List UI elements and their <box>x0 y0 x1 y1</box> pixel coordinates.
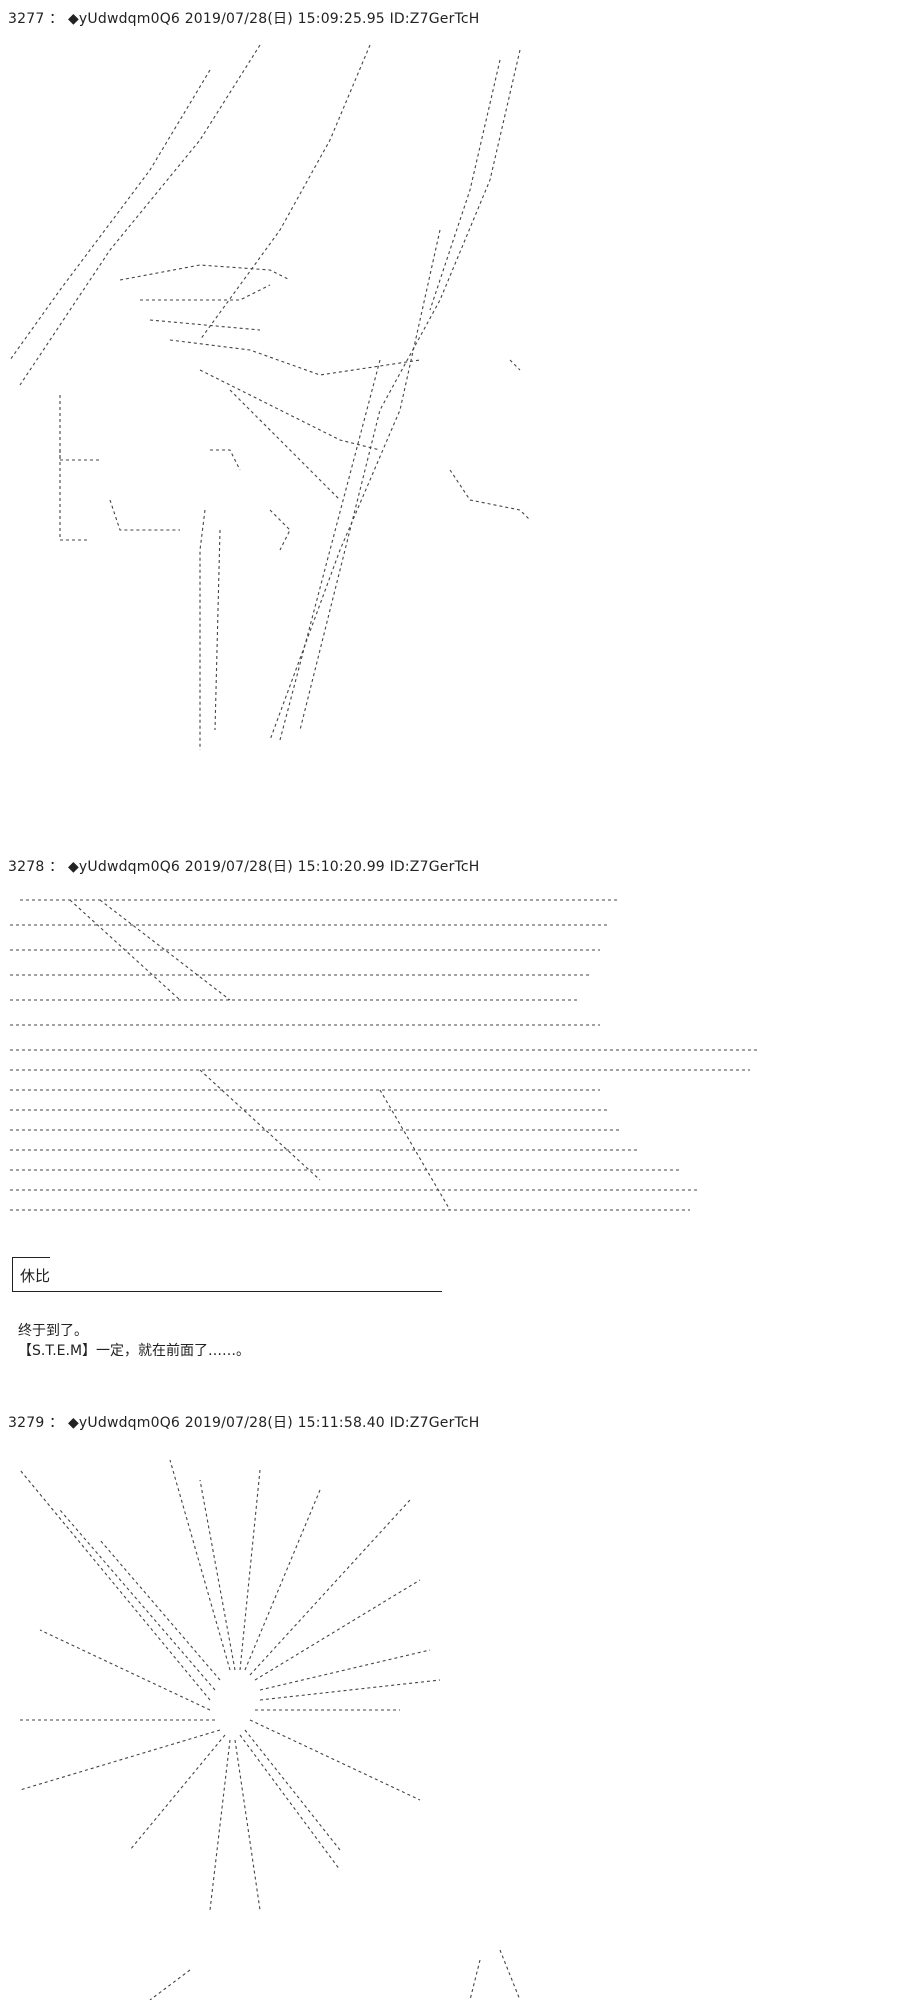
speaker-box-side-rule <box>12 1257 13 1291</box>
post-datetime: 2019/07/28(日) 15:09:25.95 <box>184 11 385 27</box>
speaker-box-top-rule <box>12 1257 50 1258</box>
post-number: 3278 <box>8 859 45 875</box>
post-trip: ◆yUdwdqm0Q6 <box>67 11 181 27</box>
post-trip: ◆yUdwdqm0Q6 <box>67 1415 181 1431</box>
ascii-art-corridor <box>10 899 760 1211</box>
post-id[interactable]: ID:Z7GerTcH <box>389 1415 480 1431</box>
post-header-3277: 3277 ： ◆yUdwdqm0Q6 2019/07/28(日) 15:09:2… <box>8 8 480 28</box>
post-header-3279: 3279 ： ◆yUdwdqm0Q6 2019/07/28(日) 15:11:5… <box>8 1412 480 1432</box>
post-header-3278: 3278 ： ◆yUdwdqm0Q6 2019/07/28(日) 15:10:2… <box>8 856 480 876</box>
post-separator: ： <box>49 11 64 27</box>
ascii-art-figure <box>9 44 531 750</box>
dialogue-line-2: 【S.T.E.M】一定，就在前面了……。 <box>18 1343 251 1359</box>
ascii-art-tendrils <box>19 1459 521 2000</box>
post-number: 3279 <box>8 1415 45 1431</box>
post-separator: ： <box>49 859 64 875</box>
post-separator: ： <box>49 1415 64 1431</box>
post-number: 3277 <box>8 11 45 27</box>
post-id[interactable]: ID:Z7GerTcH <box>389 859 480 875</box>
post-datetime: 2019/07/28(日) 15:10:20.99 <box>184 859 385 875</box>
speaker-box: 休比 <box>12 1257 442 1299</box>
post-datetime: 2019/07/28(日) 15:11:58.40 <box>184 1415 385 1431</box>
speaker-box-bottom-rule <box>12 1291 442 1292</box>
speaker-name: 休比 <box>20 1267 51 1285</box>
post-trip: ◆yUdwdqm0Q6 <box>67 859 181 875</box>
dialogue-line-1: 终于到了。 <box>18 1323 88 1339</box>
post-id[interactable]: ID:Z7GerTcH <box>389 11 480 27</box>
